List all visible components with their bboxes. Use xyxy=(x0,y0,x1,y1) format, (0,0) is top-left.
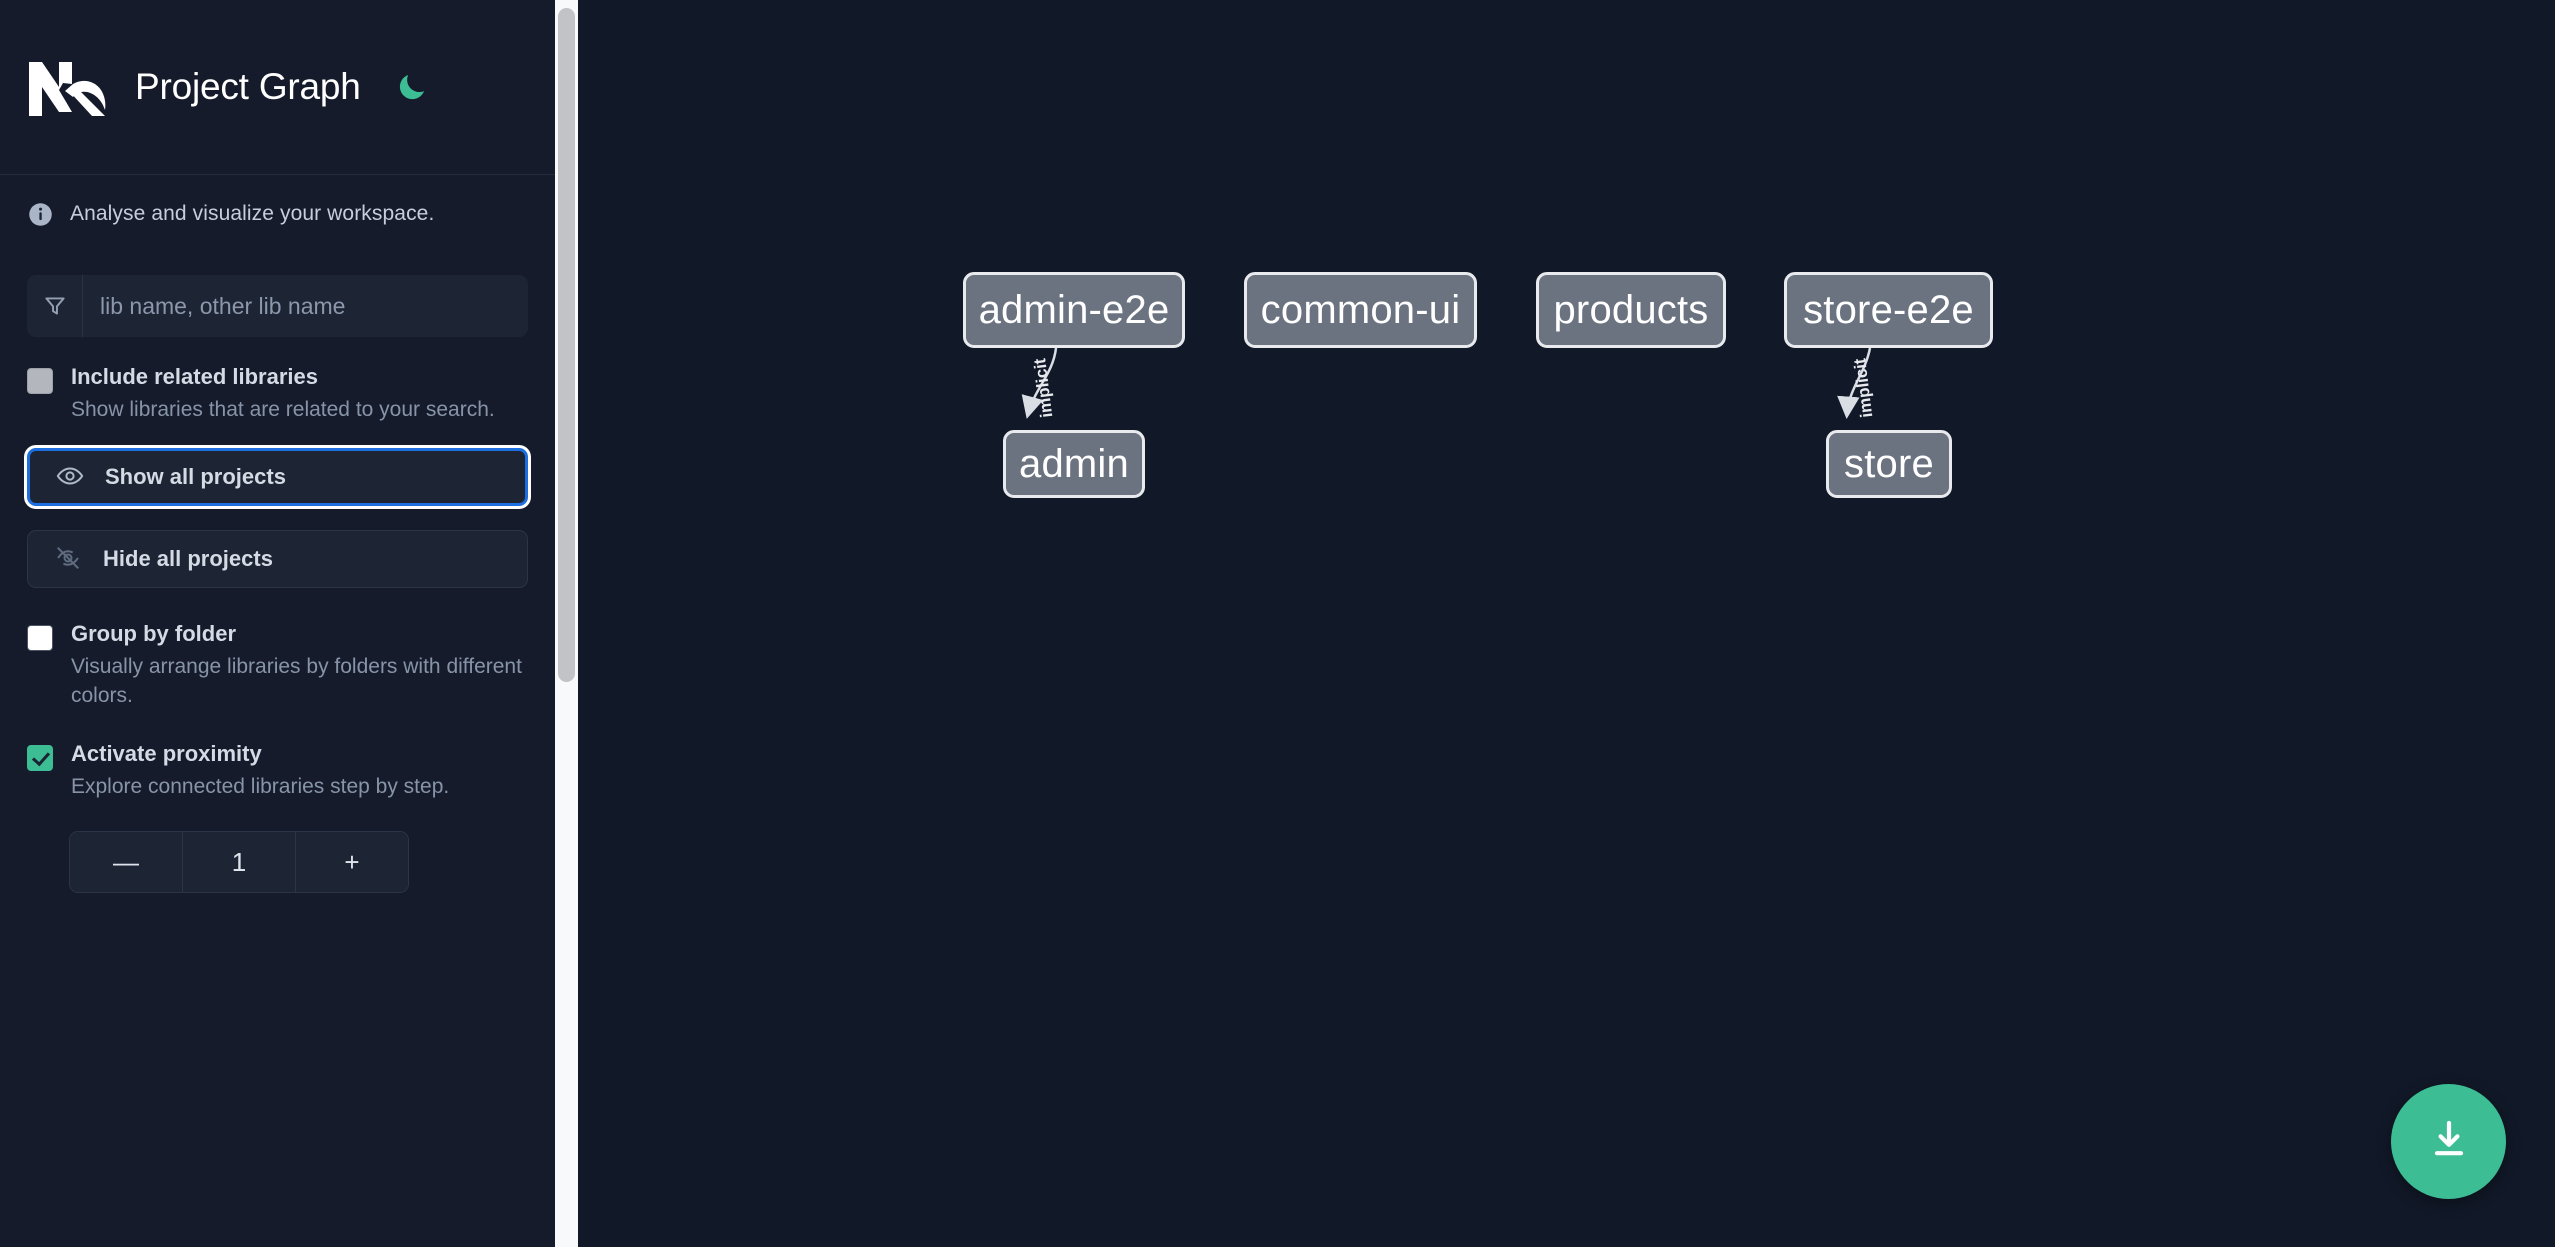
filter-funnel-icon xyxy=(27,275,83,337)
stepper-value: 1 xyxy=(182,832,296,892)
search-input[interactable] xyxy=(83,275,528,337)
graph-node-admin-e2e[interactable]: admin-e2e xyxy=(963,272,1185,348)
show-all-projects-button[interactable]: Show all projects xyxy=(27,448,528,506)
nx-logo-icon xyxy=(27,58,109,116)
option-description: Visually arrange libraries by folders wi… xyxy=(71,655,522,707)
sidebar-body: Analyse and visualize your workspace. In… xyxy=(0,175,555,893)
option-label: Group by folder xyxy=(71,621,236,646)
graph-edges xyxy=(1021,347,1872,419)
download-graph-button[interactable] xyxy=(2391,1084,2506,1199)
group-by-folder-checkbox[interactable] xyxy=(27,625,53,651)
graph-node-common-ui[interactable]: common-ui xyxy=(1244,272,1477,348)
eye-icon xyxy=(56,462,84,493)
edge-label-implicit-store: implicit xyxy=(1850,357,1877,419)
moon-icon xyxy=(395,69,429,106)
include-related-libraries-text: Include related libraries Show libraries… xyxy=(71,363,528,424)
workspace-info-text: Analyse and visualize your workspace. xyxy=(70,202,435,225)
graph-node-store[interactable]: store xyxy=(1826,430,1952,498)
option-description: Show libraries that are related to your … xyxy=(71,398,495,421)
option-group-by-folder[interactable]: Group by folder Visually arrange librari… xyxy=(27,620,528,710)
page-title: Project Graph xyxy=(135,66,361,107)
edge-label-implicit-admin: implicit xyxy=(1030,357,1057,419)
graph-node-store-e2e[interactable]: store-e2e xyxy=(1784,272,1993,348)
eye-off-icon xyxy=(54,544,82,575)
option-activate-proximity[interactable]: Activate proximity Explore connected lib… xyxy=(27,740,528,801)
proximity-depth-stepper[interactable]: — 1 + xyxy=(69,831,409,893)
option-include-related-libraries[interactable]: Include related libraries Show libraries… xyxy=(27,363,528,424)
include-related-libraries-checkbox[interactable] xyxy=(27,368,53,394)
hide-all-projects-label: Hide all projects xyxy=(103,546,273,571)
option-label: Activate proximity xyxy=(71,741,262,766)
activate-proximity-text: Activate proximity Explore connected lib… xyxy=(71,740,528,801)
filter-box[interactable] xyxy=(27,275,528,337)
theme-toggle-button[interactable] xyxy=(391,66,433,108)
hide-all-projects-button[interactable]: Hide all projects xyxy=(27,530,528,588)
workspace-info: Analyse and visualize your workspace. xyxy=(27,175,528,253)
graph-node-products[interactable]: products xyxy=(1536,272,1726,348)
show-all-projects-label: Show all projects xyxy=(105,464,286,489)
info-circle-icon xyxy=(27,201,54,228)
graph-canvas[interactable]: implicit implicit admin-e2e common-ui pr… xyxy=(555,0,2555,1247)
stepper-increment-button[interactable]: + xyxy=(296,832,408,892)
activate-proximity-checkbox[interactable] xyxy=(27,745,53,771)
sidebar-header: Project Graph xyxy=(0,0,555,175)
graph-node-admin[interactable]: admin xyxy=(1003,430,1145,498)
download-icon xyxy=(2425,1116,2473,1167)
option-label: Include related libraries xyxy=(71,364,318,389)
group-by-folder-text: Group by folder Visually arrange librari… xyxy=(71,620,528,710)
stepper-decrement-button[interactable]: — xyxy=(70,832,182,892)
include-related-libraries-checkbox-wrap[interactable] xyxy=(27,363,71,424)
sidebar: Project Graph Analy xyxy=(0,0,555,1247)
group-by-folder-checkbox-wrap[interactable] xyxy=(27,620,71,710)
sidebar-scrollbar-thumb[interactable] xyxy=(558,8,575,682)
activate-proximity-checkbox-wrap[interactable] xyxy=(27,740,71,801)
option-description: Explore connected libraries step by step… xyxy=(71,775,450,798)
